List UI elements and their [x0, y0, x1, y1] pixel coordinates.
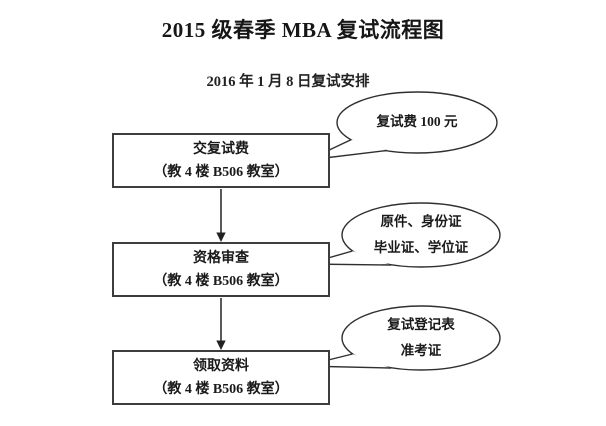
step-title: 资格审查: [193, 250, 249, 266]
callout-materials-text: 复试登记表 准考证: [387, 312, 455, 364]
callout-line: 准考证: [400, 343, 442, 358]
step-title: 领取资料: [193, 358, 249, 374]
callout-documents-text: 原件、身份证 毕业证、学位证: [374, 209, 469, 261]
callout-oval: [341, 202, 501, 268]
callout-fee-text: 复试费 100 元: [377, 109, 458, 135]
flow-step-qualification-check: 资格审查 （教 4 楼 B506 教室）: [112, 242, 330, 297]
callout-line: 复试登记表: [387, 317, 455, 332]
page-title: 2015 级春季 MBA 复试流程图: [161, 18, 445, 42]
step-title: 交复试费: [193, 141, 249, 157]
step-location: （教 4 楼 B506 教室）: [153, 164, 289, 180]
callout-line: 复试费 100 元: [376, 114, 458, 129]
page-subtitle: 2016 年 1 月 8 日复试安排: [206, 74, 370, 90]
callout-oval: [341, 305, 501, 371]
callout-bubble-documents: [306, 202, 501, 268]
callout-oval: [336, 91, 498, 154]
step-location: （教 4 楼 B506 教室）: [153, 381, 289, 397]
flow-step-collect-materials: 领取资料 （教 4 楼 B506 教室）: [112, 350, 330, 405]
flow-step-pay-fee: 交复试费 （教 4 楼 B506 教室）: [112, 133, 330, 188]
callout-line: 原件、身份证: [380, 214, 462, 229]
down-arrow-icon: [216, 189, 226, 242]
step-location: （教 4 楼 B506 教室）: [153, 273, 289, 289]
callout-line: 毕业证、学位证: [373, 240, 469, 255]
down-arrow-icon: [216, 298, 226, 350]
